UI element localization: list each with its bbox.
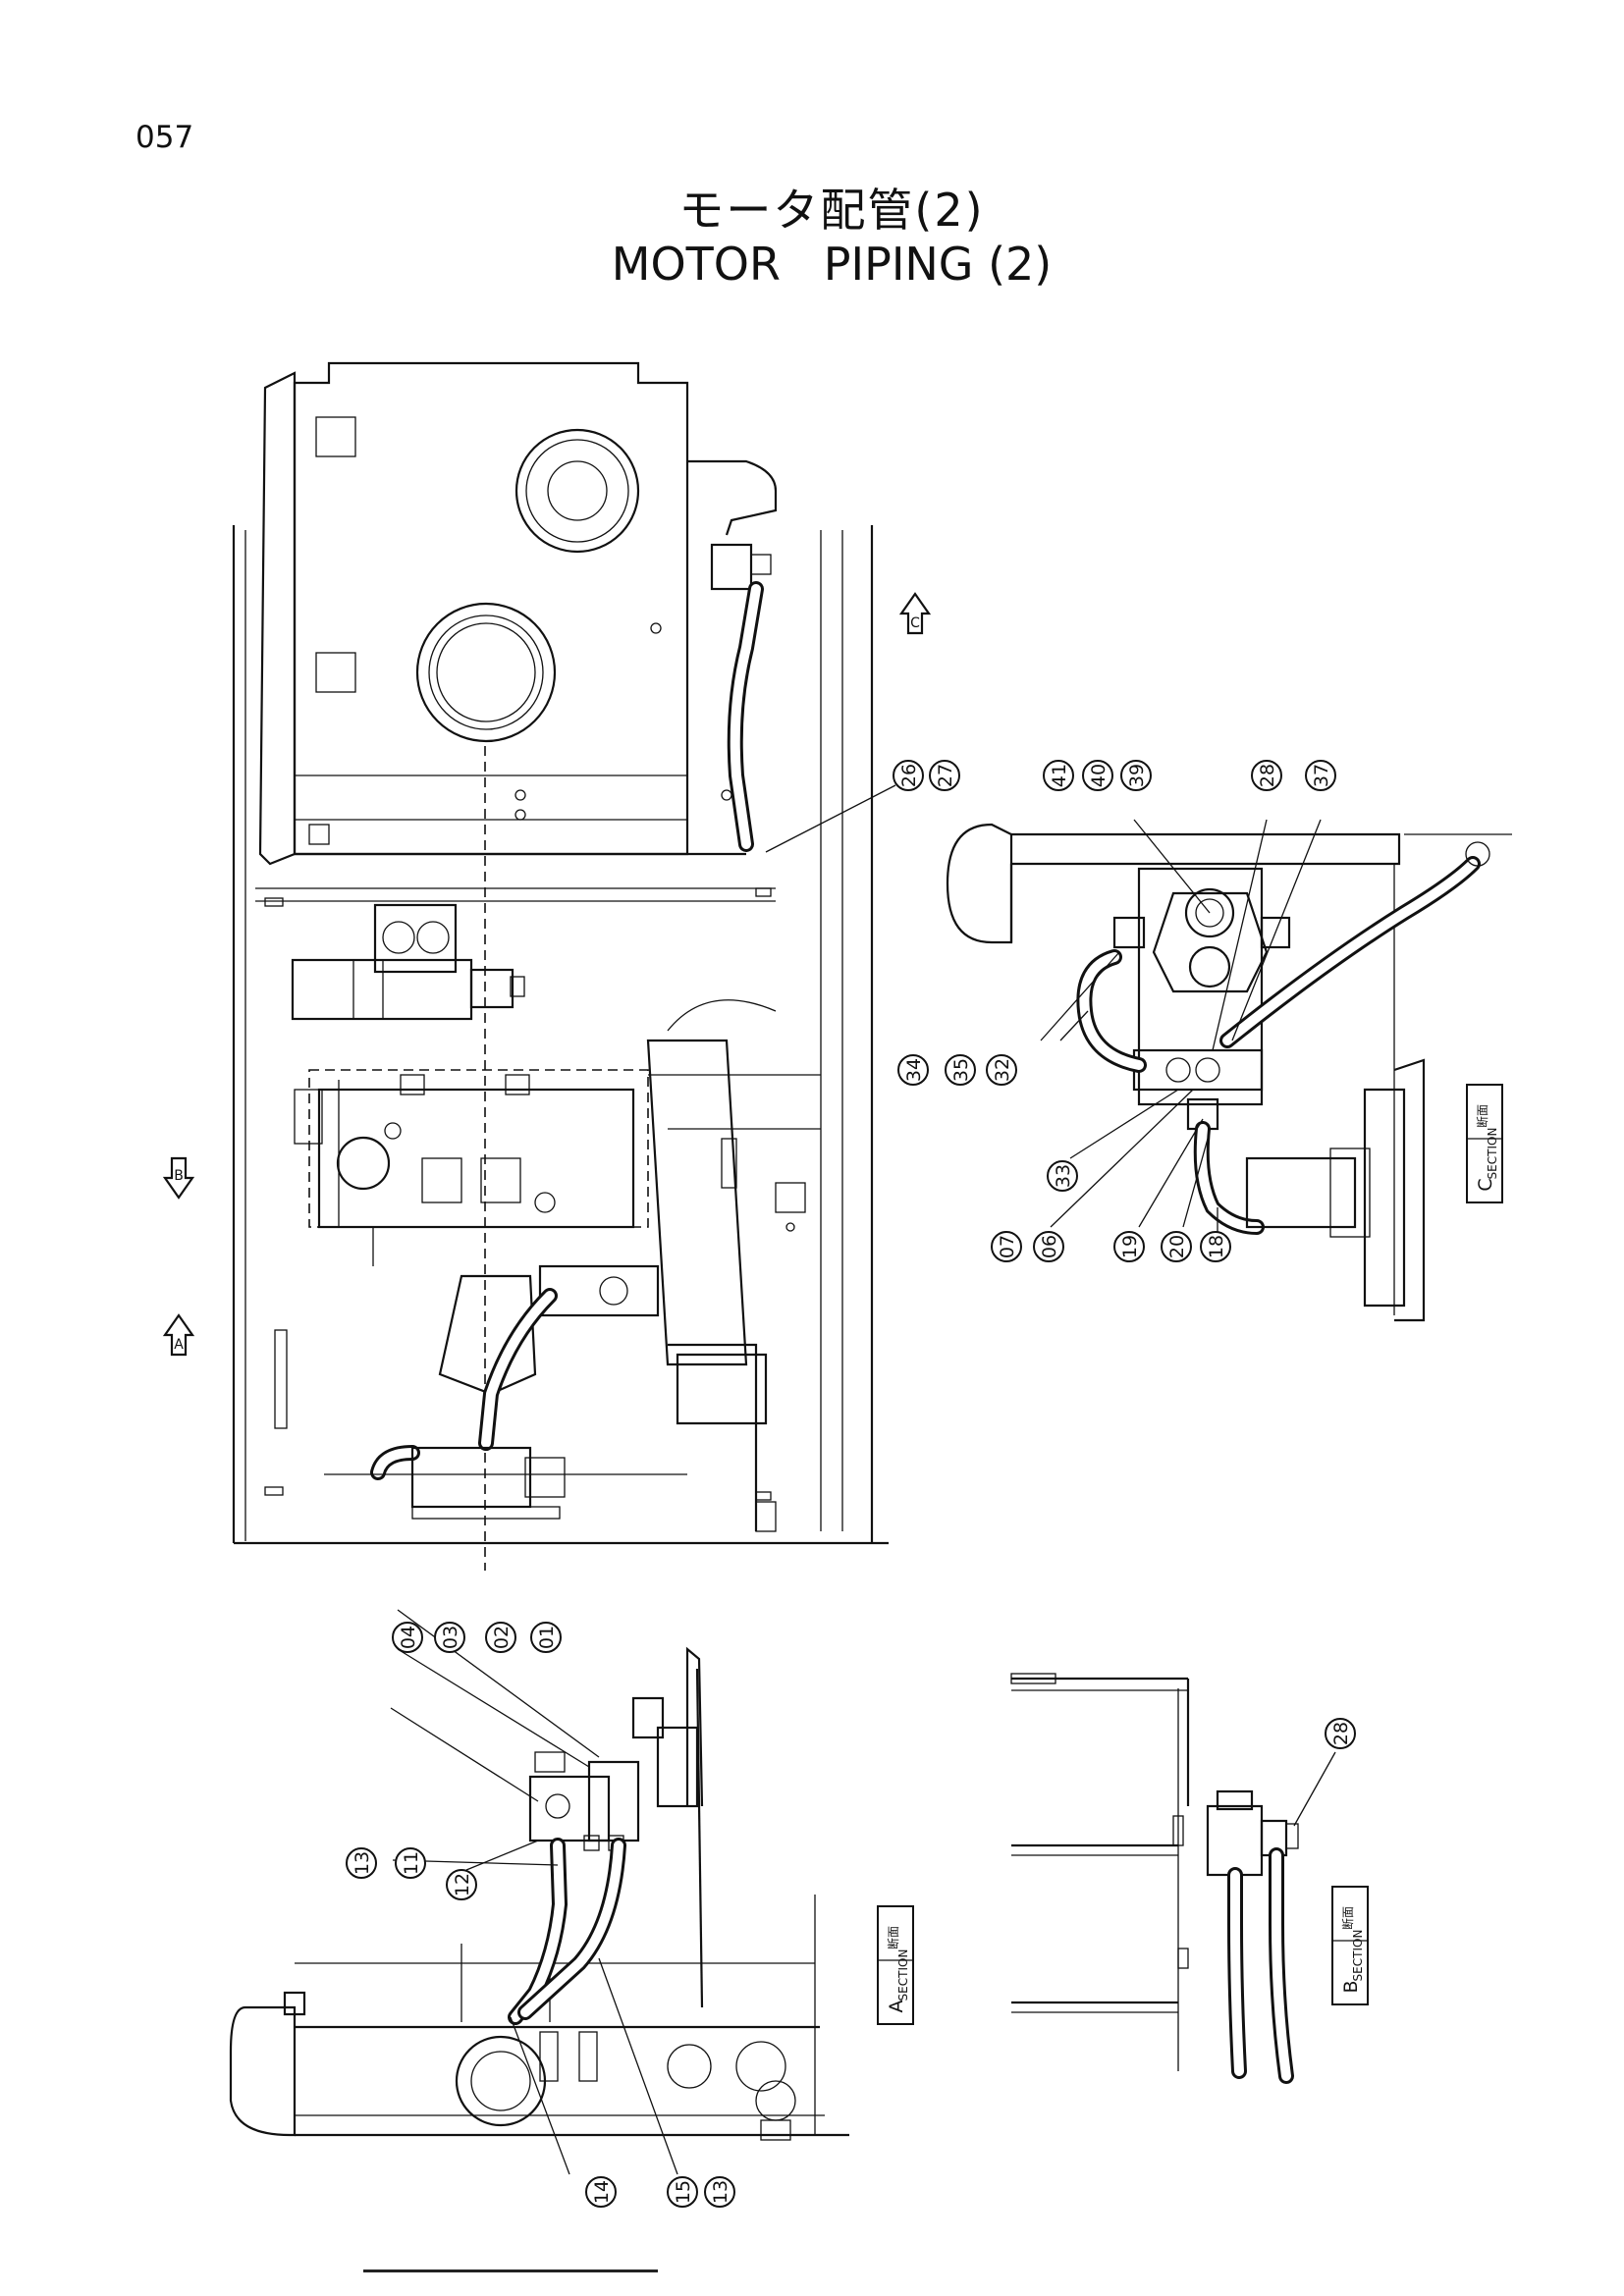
section-b-view: 28 断面 SECTION B	[1010, 1673, 1369, 2084]
callout-number: 13	[710, 2180, 731, 2204]
callout-number: 34	[903, 1058, 925, 1082]
callout-number: 28	[1257, 764, 1278, 787]
callout-number: 14	[591, 2180, 613, 2204]
page-title-english: MOTOR PIPING (2)	[611, 238, 1053, 291]
section-a-view: 04 03 02 01 13 11 12 14 15 13 断面 SECTION…	[229, 1609, 914, 2208]
callout-number: 19	[1119, 1235, 1141, 1258]
view-arrow-b: B	[162, 1156, 195, 1200]
callout-group-section-a: 04 03 02 01 13 11 12 14 15 13	[346, 1622, 735, 2208]
callout-number: 13	[352, 1851, 373, 1875]
svg-text:A: A	[886, 2001, 907, 2013]
svg-text:断面: 断面	[1475, 1104, 1489, 1128]
callout-number: 35	[950, 1058, 972, 1082]
callout-number: 02	[491, 1626, 513, 1649]
callout-number: 28	[1330, 1722, 1352, 1745]
callout-number: 41	[1049, 764, 1070, 787]
callout-number: 15	[673, 2180, 694, 2204]
svg-text:SECTION: SECTION	[896, 1949, 910, 2002]
section-label-c: 断面 SECTION C	[1466, 1084, 1503, 1203]
callout-number: 11	[401, 1851, 422, 1875]
section-label-b: 断面 SECTION B	[1331, 1886, 1369, 2005]
callout-number: 12	[452, 1873, 473, 1896]
callout-number: 27	[935, 764, 956, 787]
svg-text:B: B	[174, 1168, 184, 1184]
callout-group-section-b: 28	[1325, 1718, 1356, 1749]
callout-number: 37	[1311, 764, 1332, 787]
section-label-a: 断面 SECTION A	[877, 1905, 914, 2025]
callout-number: 33	[1053, 1164, 1074, 1188]
section-c-view: 41 40 39 28 37 34 35 32 33 07 06 19 20 1…	[897, 760, 1512, 1322]
view-arrow-c: C	[898, 592, 932, 635]
svg-text:SECTION: SECTION	[1351, 1930, 1365, 1982]
bottom-edge-mark	[363, 2269, 658, 2280]
svg-text:C: C	[1475, 1178, 1496, 1191]
callout-number: 06	[1039, 1235, 1060, 1258]
callout-group-section-c: 41 40 39 28 37 34 35 32 33 07 06 19 20 1…	[897, 760, 1336, 1262]
page-number: 057	[135, 120, 194, 155]
callout-number: 40	[1088, 764, 1110, 787]
svg-text:B: B	[1340, 1980, 1362, 1993]
callout-number: 20	[1166, 1235, 1188, 1258]
main-view: 26 27	[232, 361, 960, 1571]
callout-number: 32	[992, 1058, 1013, 1082]
svg-text:断面: 断面	[1340, 1906, 1355, 1930]
callout-number: 26	[898, 764, 920, 787]
callout-number: 01	[536, 1626, 558, 1649]
callout-group-main: 26 27	[893, 760, 960, 791]
view-arrow-a: A	[162, 1313, 195, 1357]
callout-number: 03	[440, 1626, 461, 1649]
callout-number: 18	[1206, 1235, 1227, 1258]
svg-text:断面: 断面	[886, 1926, 900, 1949]
svg-text:A: A	[174, 1337, 184, 1353]
svg-text:C: C	[910, 615, 920, 631]
page-title-japanese: モータ配管(2)	[678, 184, 985, 237]
svg-text:SECTION: SECTION	[1486, 1128, 1499, 1180]
callout-number: 04	[398, 1626, 419, 1649]
callout-number: 39	[1126, 764, 1148, 787]
callout-number: 07	[997, 1235, 1018, 1258]
